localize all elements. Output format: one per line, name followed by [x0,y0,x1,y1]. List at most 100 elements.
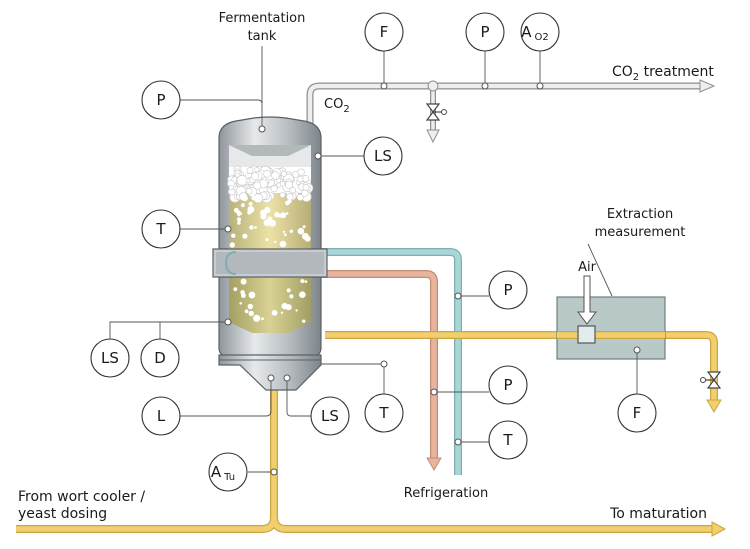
instrument-p-top[interactable]: P [465,12,505,52]
instrument-f-top[interactable]: F [364,12,404,52]
co2-bubble [239,212,243,216]
tank-label-line2: tank [248,29,277,44]
co2-bubble [286,288,291,293]
foam-bubble [301,189,309,197]
leader-lines [109,46,638,473]
instrument-f-top-label: F [380,23,389,41]
co2-bubble [265,238,269,242]
instrument-t-bottom[interactable]: T [364,393,404,433]
extraction-outlet-valve-icon[interactable] [700,371,722,389]
co2-flow-junction [380,82,388,90]
co2-bubble [240,203,245,208]
foam-bubble [245,187,253,195]
foam-bubble [279,192,286,199]
co2-bubble [302,232,309,240]
co2-vent-valve-icon[interactable] [425,103,447,121]
foam-bubble [297,168,305,176]
co2-bubble [253,314,261,322]
foam-bubble [289,187,296,194]
instrument-d-left[interactable]: D [140,338,180,378]
foam-bubble [297,176,304,183]
instrument-f-extract[interactable]: F [617,393,657,433]
maturation-label: To maturation [609,506,707,522]
co2-bubble [267,216,273,222]
instrument-ls-left-label: LS [101,349,119,367]
foam-bubble [280,181,286,187]
instrument-ls-bottom[interactable]: LS [310,396,350,436]
co2-bubble [280,311,284,314]
wort-source-label-line1: From wort cooler / [18,489,145,505]
co2-bubble [281,302,288,310]
co2-bubble [260,213,267,220]
refrigeration-return-arrow [426,457,442,471]
extraction-label-line1: Extraction [607,207,673,222]
instrument-t-tank[interactable]: T [141,209,181,249]
co2-bubble [280,212,287,219]
co2-pipe-label: CO2 [324,97,350,115]
co2-bubble [282,230,285,234]
turbidity-junction [270,468,278,476]
refrigeration-label: Refrigeration [404,486,488,501]
co2-bubble [299,291,306,299]
co2-pressure-junction [481,82,489,90]
foam-bubble [270,185,278,193]
instrument-t-right-label: T [502,431,513,449]
instrument-ls-top[interactable]: LS [363,136,403,176]
instrument-d-left-label: D [154,349,166,367]
co2-bubble [289,294,294,299]
co2-bubble [247,206,255,213]
co2-bubble [289,229,293,233]
tank-level-port [314,152,322,160]
instrument-t-tank-label: T [155,220,166,238]
co2-bubble [241,293,246,298]
co2-bubble [297,227,305,235]
co2-bubble [302,319,306,323]
instrument-p-tank[interactable]: P [141,80,181,120]
extraction-flow-junction [633,346,641,354]
tank-temp-port [224,225,232,233]
foam-bubble [246,167,254,174]
co2-bubble [304,280,308,283]
instrument-t-bottom-label: T [378,404,389,422]
co2-bubble [231,233,236,238]
instrument-ls-bottom-label: LS [321,407,339,425]
instrument-t-right[interactable]: T [488,420,528,460]
co2-bubble [248,291,256,299]
cold-temp-junction [454,438,462,446]
instrument-ls-left[interactable]: LS [90,338,130,378]
instrument-l-bottom-label: L [157,407,166,425]
co2-bubble [274,211,280,218]
cold-pressure-junction [454,292,462,300]
co2-branch-junction [427,80,439,92]
main-product-pipe [16,388,712,533]
foam-bubble [296,193,304,201]
foam-bubble [271,171,280,180]
wort-source-label-line2: yeast dosing [18,506,107,522]
air-inlet-arrow [577,275,597,325]
co2-bubble [240,278,247,285]
co2-bubble [295,309,298,312]
foam-bubble [228,185,234,191]
extraction-outlet-arrow [706,399,722,413]
instrument-p-right1[interactable]: P [488,270,528,310]
tank-density-port [224,318,232,326]
foam-bubble [251,172,260,181]
instrument-f-extract-label: F [633,404,642,422]
cone-temp-junction [380,360,388,368]
co2-bubble [241,194,248,202]
instrument-p-right2-label: P [503,376,512,394]
co2-bubble [237,221,241,225]
cone-switch-port [283,374,291,382]
co2-bubble [239,302,242,305]
tank-pressure-port [258,125,266,133]
extraction-measurement-box [556,296,666,360]
instrument-p-right2[interactable]: P [488,365,528,405]
instrument-p-tank-label: P [156,91,165,109]
co2-bubble [274,240,277,244]
cone-level-port [267,374,275,382]
instrument-l-bottom[interactable]: L [141,396,181,436]
